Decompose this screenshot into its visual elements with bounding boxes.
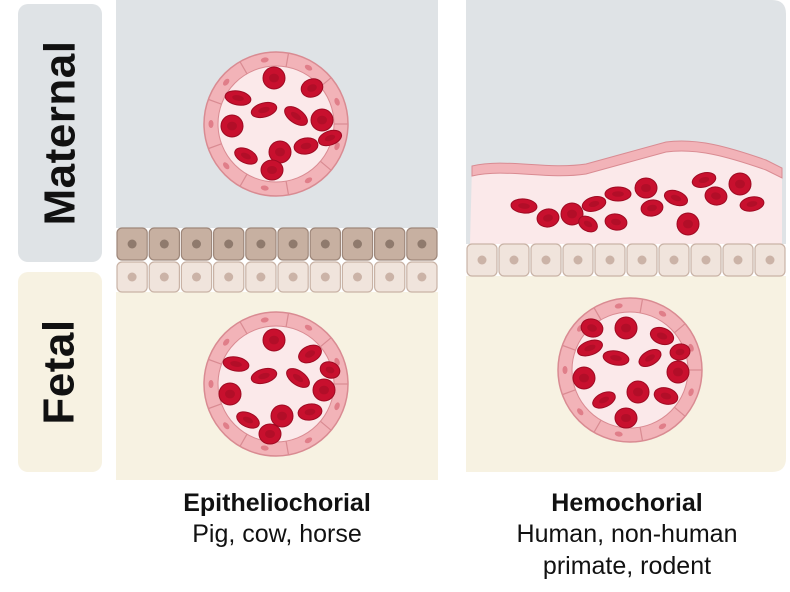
maternal-epithelial-cell-nucleus xyxy=(192,240,201,249)
maternal-epithelial-cell-nucleus xyxy=(256,240,265,249)
trophoblast-cell-nucleus xyxy=(417,273,426,282)
trophoblast-cell-nucleus xyxy=(353,273,362,282)
maternal-epithelial-cell-nucleus xyxy=(385,240,394,249)
hemochorial-diagram xyxy=(466,0,788,480)
maternal-epithelial-cell-nucleus xyxy=(224,240,233,249)
maternal-epithelium-layer xyxy=(117,228,437,260)
red-blood-cell-center xyxy=(319,386,329,395)
maternal-label-box: Maternal xyxy=(18,4,102,262)
maternal-epithelial-cell-nucleus xyxy=(160,240,169,249)
trophoblast-cell-nucleus xyxy=(670,256,679,265)
red-blood-cell-center xyxy=(269,336,279,345)
red-blood-cell-center xyxy=(673,368,683,377)
hemochorial-panel: Hemochorial Human, non-human primate, ro… xyxy=(466,0,788,480)
fetal-label: Fetal xyxy=(35,319,85,424)
maternal-label: Maternal xyxy=(35,41,85,226)
red-blood-cell-center xyxy=(277,412,287,421)
trophoblast-cell-nucleus xyxy=(734,256,743,265)
red-blood-cell-center xyxy=(269,74,279,83)
trophoblast-cell-nucleus xyxy=(702,256,711,265)
endothelial-nucleus xyxy=(563,366,568,374)
endothelial-nucleus xyxy=(209,380,214,388)
red-blood-cell-center xyxy=(267,166,277,174)
trophoblast-layer xyxy=(117,262,437,292)
red-blood-cell-center xyxy=(579,374,589,383)
red-blood-cell-center xyxy=(265,430,275,438)
red-blood-cell-center xyxy=(621,414,631,422)
hemochorial-caption: Hemochorial Human, non-human primate, ro… xyxy=(466,488,788,582)
trophoblast-cell-nucleus xyxy=(289,273,298,282)
red-blood-cell-center xyxy=(641,184,651,192)
trophoblast-cell-nucleus xyxy=(224,273,233,282)
trophoblast-cell-nucleus xyxy=(766,256,775,265)
maternal-epithelial-cell-nucleus xyxy=(321,240,330,249)
hemochorial-species-line1: Human, non-human xyxy=(466,518,788,550)
trophoblast-cell-nucleus xyxy=(478,256,487,265)
trophoblast-cell-nucleus xyxy=(321,273,330,282)
epitheliochorial-diagram xyxy=(116,0,438,480)
trophoblast-cell-nucleus xyxy=(385,273,394,282)
red-blood-cell-center xyxy=(225,390,235,399)
trophoblast-cell-nucleus xyxy=(192,273,201,282)
trophoblast-cell-nucleus xyxy=(574,256,583,265)
trophoblast-layer xyxy=(467,244,785,276)
red-blood-cell-center xyxy=(567,210,577,219)
epitheliochorial-panel: Epitheliochorial Pig, cow, horse xyxy=(116,0,438,480)
hemochorial-species-line2: primate, rodent xyxy=(466,550,788,582)
red-blood-cell-center xyxy=(317,116,327,125)
red-blood-cell-center xyxy=(621,324,631,333)
trophoblast-cell-nucleus xyxy=(256,273,265,282)
trophoblast-cell-nucleus xyxy=(510,256,519,265)
epitheliochorial-caption: Epitheliochorial Pig, cow, horse xyxy=(116,488,438,550)
maternal-capillary xyxy=(204,52,348,196)
epitheliochorial-title: Epitheliochorial xyxy=(116,488,438,518)
maternal-epithelial-cell-nucleus xyxy=(417,240,426,249)
maternal-epithelial-cell-nucleus xyxy=(289,240,298,249)
maternal-epithelial-cell-nucleus xyxy=(353,240,362,249)
red-blood-cell-center xyxy=(683,220,693,229)
fetal-label-box: Fetal xyxy=(18,272,102,472)
maternal-epithelial-cell-nucleus xyxy=(128,240,137,249)
fetal-capillary xyxy=(204,312,348,456)
trophoblast-cell-nucleus xyxy=(128,273,137,282)
trophoblast-cell-nucleus xyxy=(638,256,647,265)
red-blood-cell-center xyxy=(612,191,624,197)
red-blood-cell-center xyxy=(227,122,237,131)
red-blood-cell-center xyxy=(735,180,745,189)
trophoblast-cell-nucleus xyxy=(542,256,551,265)
endothelial-nucleus xyxy=(209,120,214,128)
fetal-capillary xyxy=(558,298,702,442)
trophoblast-cell-nucleus xyxy=(160,273,169,282)
epitheliochorial-species: Pig, cow, horse xyxy=(116,518,438,550)
red-blood-cell-center xyxy=(633,388,643,397)
trophoblast-cell-nucleus xyxy=(606,256,615,265)
hemochorial-title: Hemochorial xyxy=(466,488,788,518)
red-blood-cell-center xyxy=(275,148,285,157)
